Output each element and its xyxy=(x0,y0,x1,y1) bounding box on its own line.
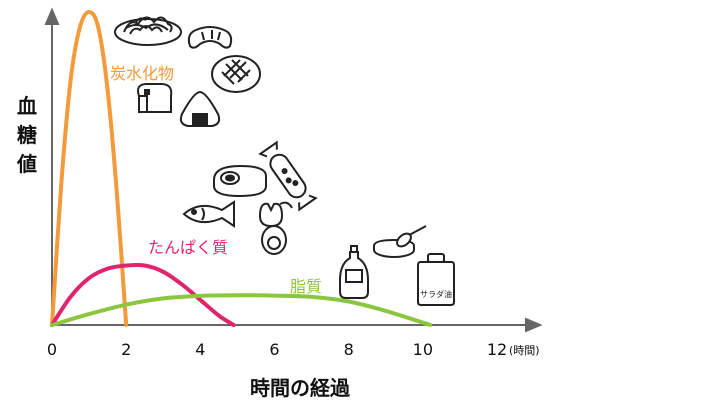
x-axis-label: 時間の経過 xyxy=(250,376,350,400)
fish-sausage-icon xyxy=(258,140,318,212)
x-tick-label: 6 xyxy=(269,340,279,359)
egg-icon xyxy=(258,201,293,228)
x-tick-label: 2 xyxy=(121,340,131,359)
y-axis-label: 血糖値 xyxy=(17,94,37,176)
fish-icon xyxy=(182,200,235,228)
pasta-icon xyxy=(114,16,182,46)
butter-can-icon xyxy=(373,225,427,258)
toast-bread-icon xyxy=(137,83,173,113)
x-tick-label: 0 xyxy=(47,340,57,359)
boiled-egg-icon xyxy=(261,225,287,255)
x-tick-labels: 0 2 4 6 8 10 12(時間) xyxy=(47,340,540,359)
series-line xyxy=(50,262,236,327)
axes xyxy=(44,7,543,333)
x-axis-arrow xyxy=(525,317,543,333)
y-axis-arrow xyxy=(44,7,60,25)
x-tick-label: 4 xyxy=(195,340,205,359)
carbohydrate-label: 炭水化物 xyxy=(110,64,175,83)
series-line xyxy=(50,9,129,327)
x-tick-label: 10 xyxy=(413,340,433,359)
croissant-icon xyxy=(187,26,233,49)
meat-icon xyxy=(213,164,267,198)
fat-label: 脂質 xyxy=(290,277,323,296)
series-line xyxy=(50,293,433,327)
onigiri-icon xyxy=(179,90,221,127)
melon-bread-icon xyxy=(211,55,261,93)
salad-oil-bottle-icon: サラダ油 xyxy=(417,253,455,306)
protein-label: たんぱく質 xyxy=(148,238,229,257)
x-tick-label: 12 xyxy=(487,340,507,359)
series-lines xyxy=(50,9,433,327)
x-axis-unit: (時間) xyxy=(509,344,540,357)
x-tick-label: 8 xyxy=(344,340,354,359)
salad-oil-label: サラダ油 xyxy=(420,289,452,299)
mayonnaise-icon xyxy=(339,245,369,299)
